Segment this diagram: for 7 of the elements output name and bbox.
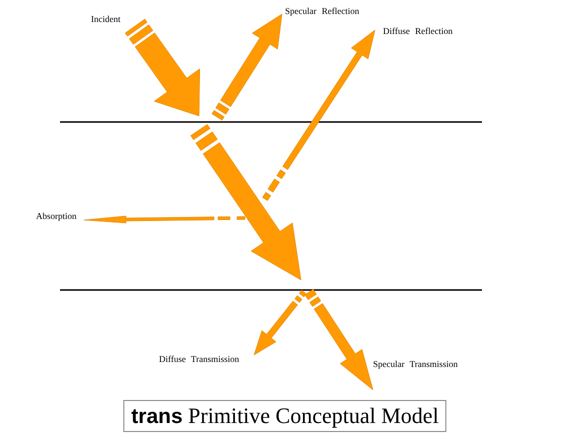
ray-label: Diffuse Transmission [159,354,240,365]
ray-label: Diffuse Reflection [383,26,453,37]
ray-label: Absorption [36,211,76,222]
ray-label: Specular Reflection [285,6,360,17]
ray-label: Incident [91,14,120,25]
ray-label: Specular Transmission [373,359,458,370]
caption: trans Primitive Conceptual Model [123,400,447,432]
